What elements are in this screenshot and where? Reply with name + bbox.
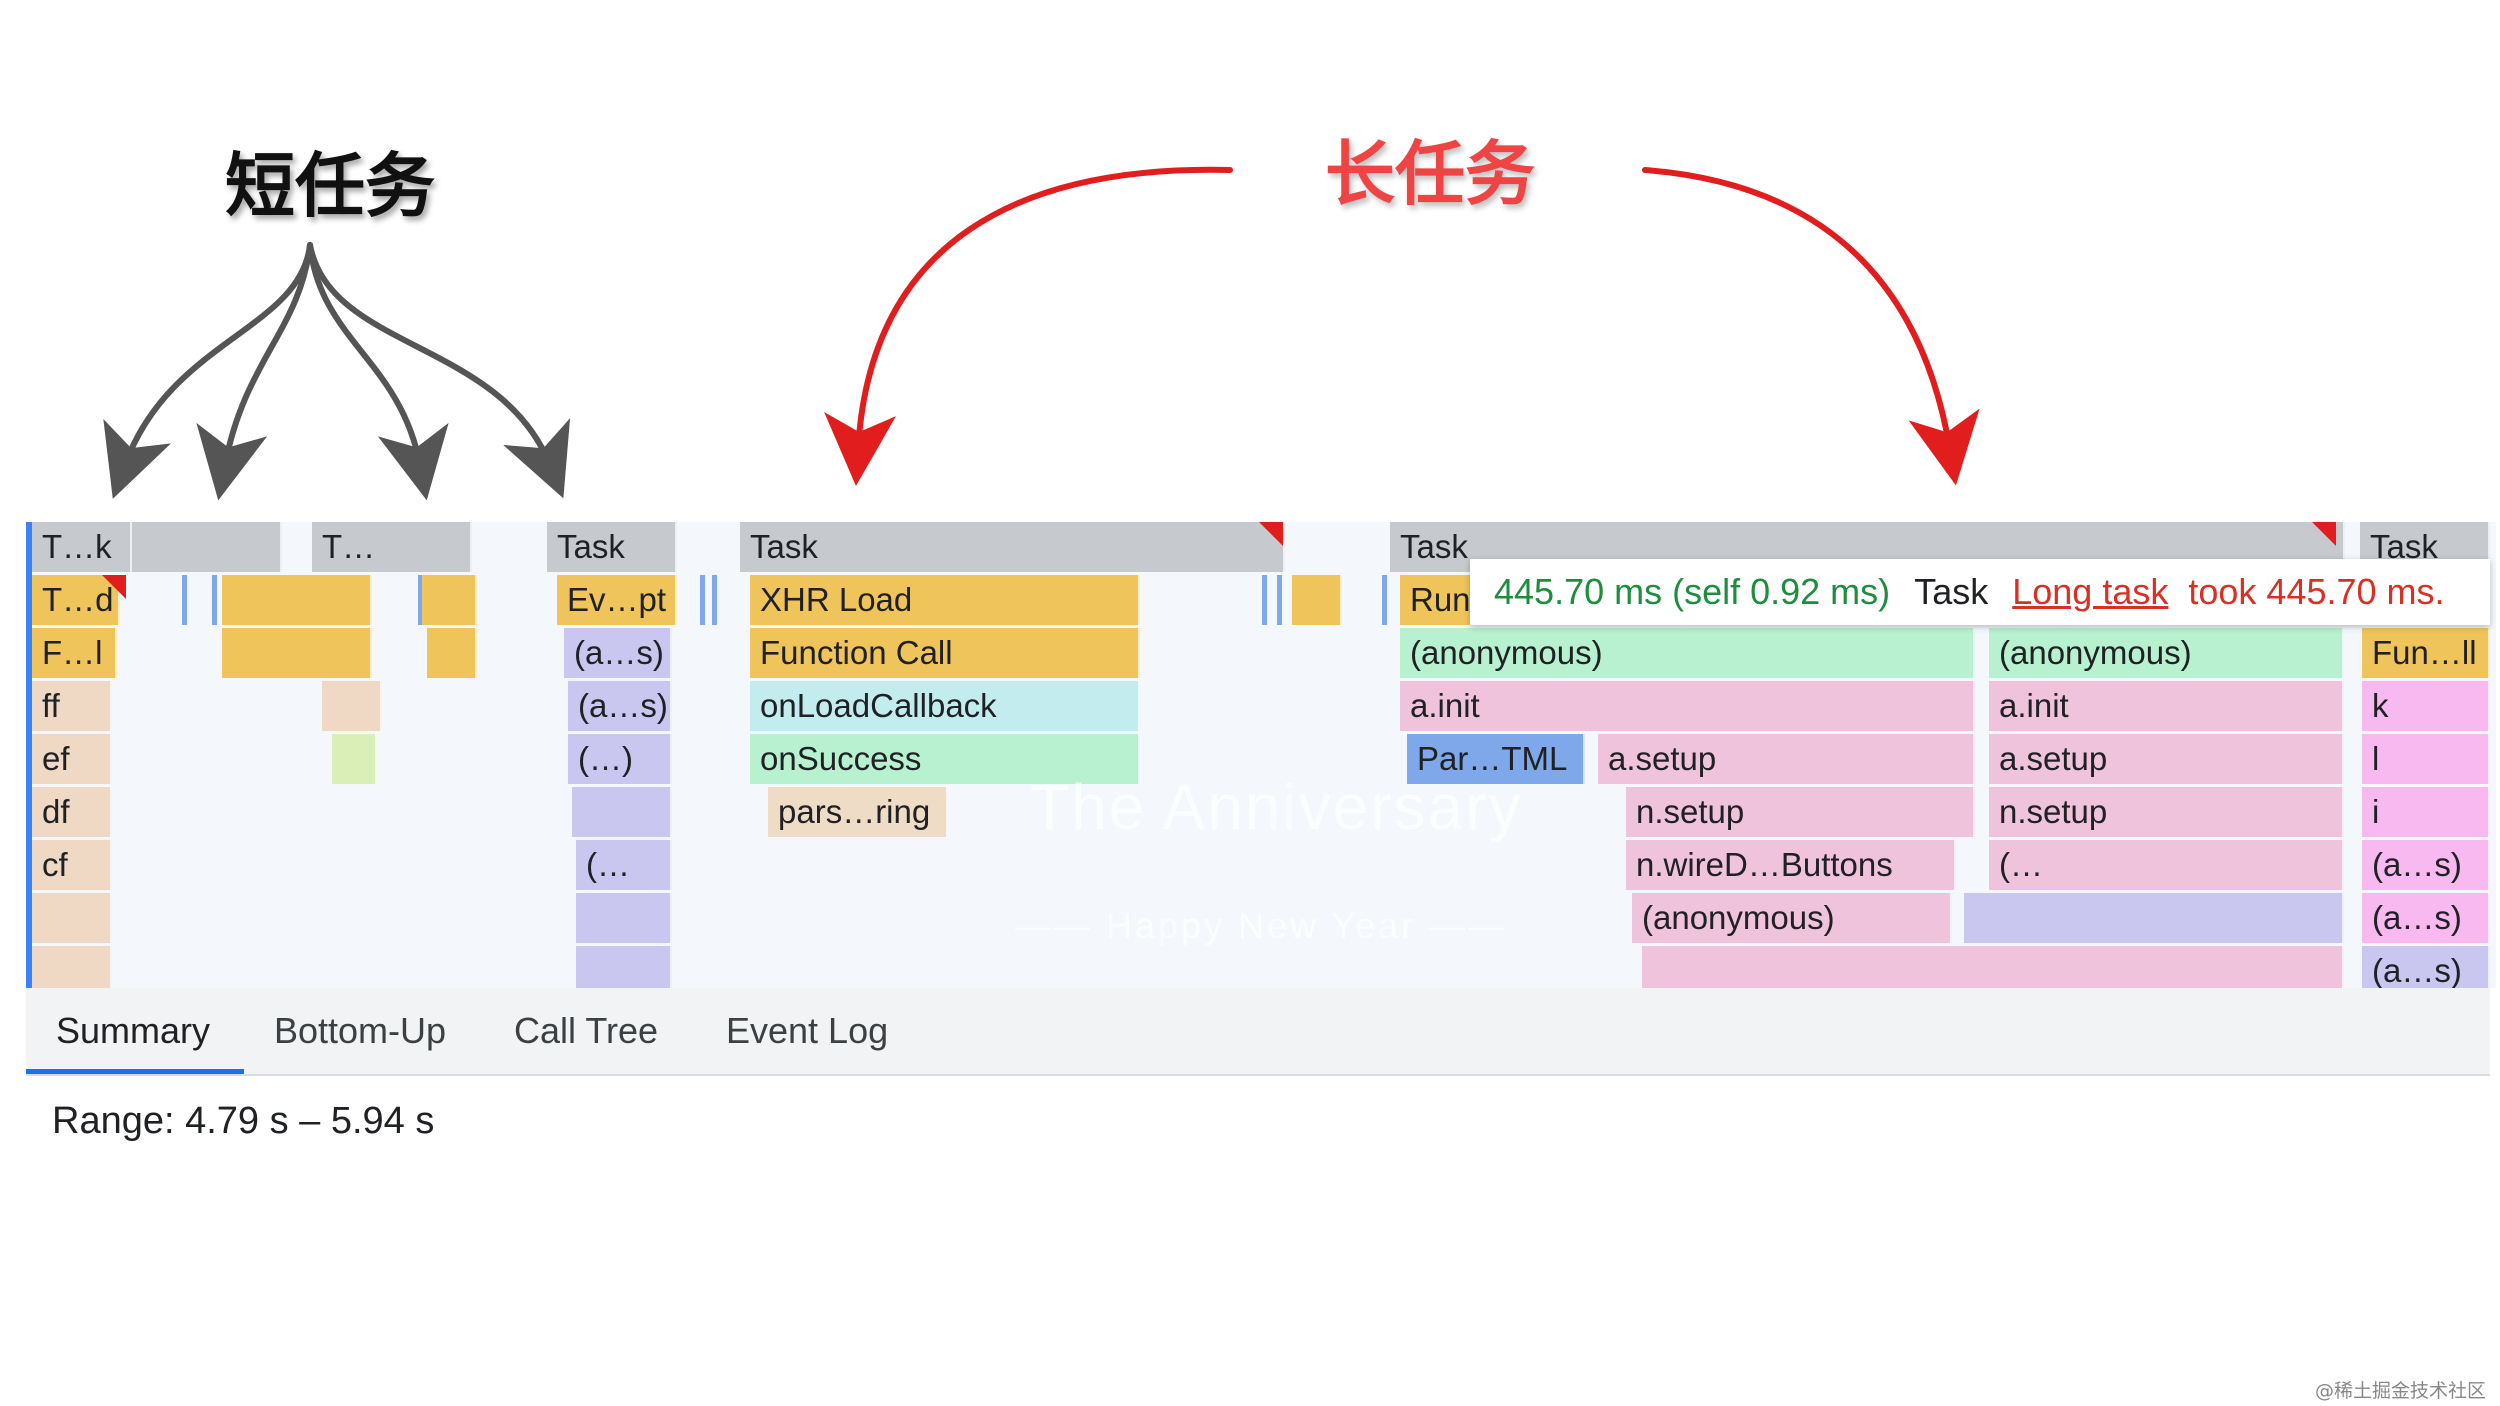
long-task-link[interactable]: Long task bbox=[2012, 571, 2169, 612]
flame-stripe bbox=[418, 575, 423, 625]
range-text: Range: 4.79 s – 5.94 s bbox=[52, 1100, 435, 1142]
tooltip-duration-text: took 445.70 ms. bbox=[2188, 571, 2445, 612]
flame-block[interactable] bbox=[32, 893, 112, 943]
flame-block[interactable]: ff bbox=[32, 681, 112, 731]
flame-block[interactable] bbox=[1964, 893, 2344, 943]
flame-block[interactable]: (a…s) bbox=[2362, 893, 2490, 943]
flame-block[interactable] bbox=[222, 628, 372, 678]
flame-block-function-call[interactable]: Fun…ll bbox=[2362, 628, 2490, 678]
flame-block-onsuccess[interactable]: onSuccess bbox=[750, 734, 1140, 784]
flame-block[interactable] bbox=[1292, 575, 1342, 625]
flame-block-anon[interactable]: (…) bbox=[568, 734, 672, 784]
watermark-title: The Anniversary bbox=[1030, 771, 1523, 843]
flame-stripe bbox=[1382, 575, 1387, 625]
watermark-subtitle: —— Happy New Year —— bbox=[1015, 905, 1508, 946]
flame-block-a-init[interactable]: a.init bbox=[1400, 681, 1975, 731]
flame-block-task[interactable]: Task bbox=[740, 522, 1285, 572]
flame-block-onloadcallback[interactable]: onLoadCallback bbox=[750, 681, 1140, 731]
flame-block-task[interactable] bbox=[132, 522, 282, 572]
short-arrow-4 bbox=[307, 242, 570, 499]
flame-block-a-init[interactable]: a.init bbox=[1989, 681, 2344, 731]
flame-block[interactable] bbox=[1642, 946, 2344, 988]
flame-stripe bbox=[1262, 575, 1267, 625]
flame-stripe bbox=[712, 575, 717, 625]
flame-block[interactable] bbox=[572, 787, 672, 837]
flame-block-xhr-load[interactable]: XHR Load bbox=[750, 575, 1140, 625]
short-arrow-2 bbox=[196, 242, 313, 501]
flame-block[interactable]: (… bbox=[1989, 840, 2344, 890]
flame-block[interactable]: i bbox=[2362, 787, 2490, 837]
flame-block[interactable] bbox=[222, 575, 372, 625]
short-tasks-label: 短任务 bbox=[225, 145, 435, 227]
short-arrow-3 bbox=[307, 242, 449, 501]
task-tooltip: 445.70 ms (self 0.92 ms) Task Long task … bbox=[1470, 559, 2490, 625]
tab-call-tree[interactable]: Call Tree bbox=[514, 1010, 659, 1051]
flame-block[interactable] bbox=[576, 893, 672, 943]
flame-block[interactable] bbox=[322, 681, 382, 731]
flame-block[interactable] bbox=[332, 734, 377, 784]
flame-block[interactable]: cf bbox=[32, 840, 112, 890]
flame-block-a-setup[interactable]: a.setup bbox=[1989, 734, 2344, 784]
details-tabbar: Summary Bottom-Up Call Tree Event Log bbox=[26, 988, 2490, 1076]
flame-stripe bbox=[700, 575, 705, 625]
flame-block-function-call[interactable]: Function Call bbox=[750, 628, 1140, 678]
long-task-flag bbox=[2312, 522, 2336, 546]
short-arrow-1 bbox=[103, 242, 313, 499]
long-arrow-right bbox=[1642, 167, 1980, 486]
flame-block[interactable] bbox=[427, 628, 477, 678]
tab-summary[interactable]: Summary bbox=[26, 988, 244, 1074]
flame-block[interactable]: l bbox=[2362, 734, 2490, 784]
flame-block-task[interactable]: T… bbox=[312, 522, 472, 572]
tooltip-task-name: Task bbox=[1914, 571, 1989, 612]
flame-block[interactable] bbox=[32, 946, 112, 988]
flame-block[interactable]: k bbox=[2362, 681, 2490, 731]
flame-block-anon[interactable]: (a…s) bbox=[568, 681, 672, 731]
flame-block-anonymous[interactable]: (anonymous) bbox=[1632, 893, 1952, 943]
flame-block-a-setup[interactable]: a.setup bbox=[1598, 734, 1975, 784]
long-tasks-label: 长任务 bbox=[1325, 133, 1535, 215]
annotation-arrows bbox=[103, 166, 1980, 501]
flame-block-event[interactable]: Ev…pt bbox=[557, 575, 677, 625]
source-credit: @稀土掘金技术社区 bbox=[2314, 1380, 2486, 1402]
flame-block-wire-buttons[interactable]: n.wireD…Buttons bbox=[1626, 840, 1956, 890]
flame-block[interactable]: df bbox=[32, 787, 112, 837]
flame-block[interactable] bbox=[576, 946, 672, 988]
flame-block-parse-html[interactable]: Par…TML bbox=[1407, 734, 1585, 784]
flame-block-anonymous[interactable]: (anonymous) bbox=[1989, 628, 2344, 678]
flame-block-task[interactable]: T…k bbox=[32, 522, 132, 572]
flame-block[interactable]: (a…s) bbox=[2362, 946, 2490, 988]
flame-block[interactable]: ef bbox=[32, 734, 112, 784]
flame-stripe bbox=[1277, 575, 1282, 625]
flame-block-task[interactable]: Task bbox=[547, 522, 677, 572]
long-task-flag bbox=[1259, 522, 1283, 546]
long-task-flag bbox=[102, 575, 126, 599]
long-arrow-left bbox=[824, 166, 1233, 486]
tab-bottom-up[interactable]: Bottom-Up bbox=[274, 1010, 447, 1051]
flame-block[interactable]: F…l bbox=[32, 628, 117, 678]
flame-block-n-setup[interactable]: n.setup bbox=[1989, 787, 2344, 837]
flame-block[interactable] bbox=[422, 575, 477, 625]
flame-stripe bbox=[182, 575, 187, 625]
flame-block[interactable]: (a…s) bbox=[2362, 840, 2490, 890]
flame-block-anon[interactable]: (a…s) bbox=[564, 628, 672, 678]
flame-block-n-setup[interactable]: n.setup bbox=[1626, 787, 1975, 837]
tooltip-time: 445.70 ms (self 0.92 ms) bbox=[1494, 571, 1891, 612]
tab-event-log[interactable]: Event Log bbox=[726, 1010, 889, 1051]
flame-block-parse-string[interactable]: pars…ring bbox=[768, 787, 948, 837]
flame-stripe bbox=[212, 575, 217, 625]
flame-block[interactable]: (… bbox=[576, 840, 672, 890]
flame-block-anonymous[interactable]: (anonymous) bbox=[1400, 628, 1975, 678]
